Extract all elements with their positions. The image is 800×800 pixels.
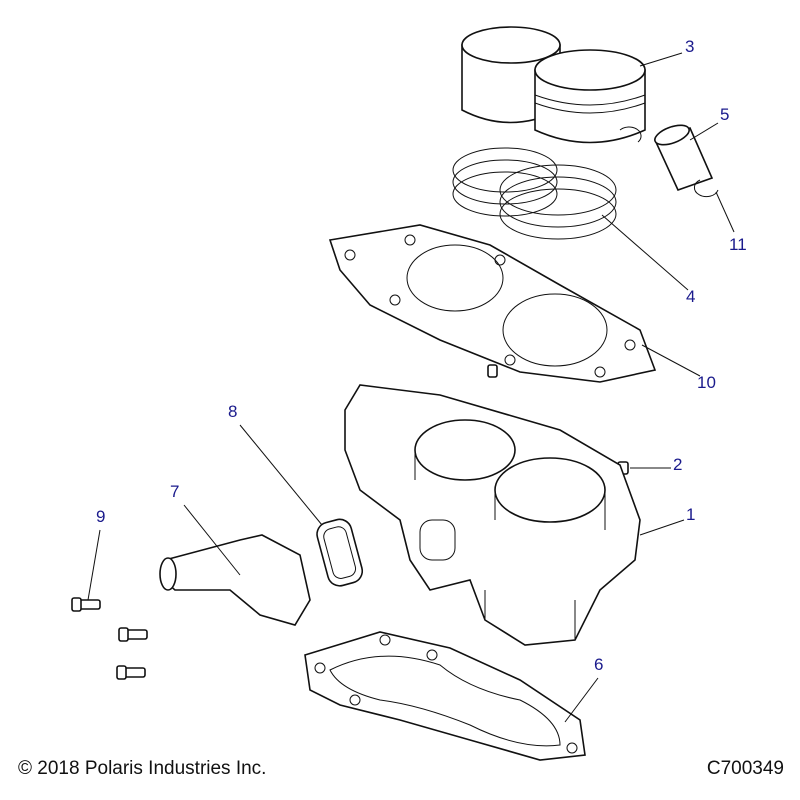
piston-part-3[interactable] <box>461 26 646 144</box>
copyright-text: © 2018 Polaris Industries Inc. <box>18 758 267 779</box>
callout-3: 3 <box>685 37 695 56</box>
callout-9: 9 <box>96 507 106 526</box>
base-gasket-part-6[interactable] <box>304 631 586 761</box>
leader-lines <box>87 52 735 723</box>
circlip-part-11[interactable] <box>619 126 719 198</box>
callout-11: 11 <box>729 235 747 254</box>
callout-8: 8 <box>228 402 238 421</box>
diagram-id: C700349 <box>706 758 784 779</box>
outlet-gasket-part-8[interactable] <box>314 517 365 589</box>
cylinder-part-1[interactable] <box>344 384 641 646</box>
callout-7: 7 <box>170 482 180 501</box>
piston-rings-part-4[interactable] <box>452 147 617 240</box>
callout-2: 2 <box>673 455 683 474</box>
head-gasket-part-10[interactable] <box>328 224 657 383</box>
bolts-part-9[interactable] <box>71 597 148 680</box>
callout-5: 5 <box>720 105 730 124</box>
callout-10: 10 <box>697 373 716 392</box>
water-outlet-part-7[interactable] <box>159 534 311 626</box>
wrist-pin-part-5[interactable] <box>652 121 714 191</box>
callout-1: 1 <box>686 505 696 524</box>
callout-6: 6 <box>594 655 604 674</box>
callout-4: 4 <box>686 287 696 306</box>
